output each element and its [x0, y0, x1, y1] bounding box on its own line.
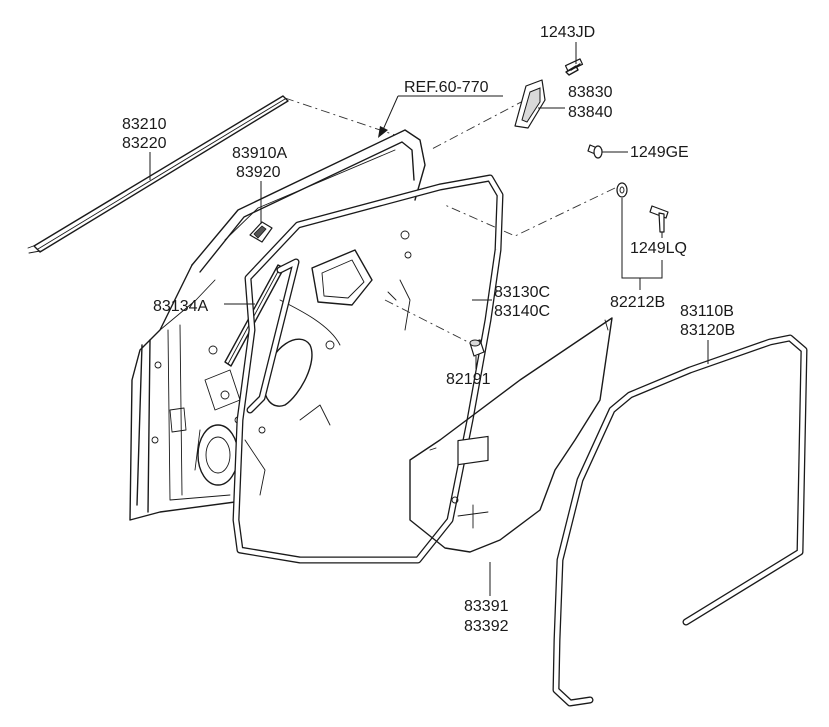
- bolt-1249lq: [649, 205, 669, 233]
- callout-83391: 83391 83392: [464, 562, 509, 635]
- reference-lines: [284, 97, 616, 344]
- label-82212b: 82212B: [610, 294, 665, 311]
- label-83391: 83391: [464, 598, 509, 615]
- callout-83830: 83830 83840: [538, 84, 613, 121]
- weatherstrip-83110b: [552, 334, 808, 707]
- ref-label: REF.60-770: [404, 79, 489, 96]
- label-83220: 83220: [122, 135, 167, 152]
- belt-moulding-83210: [27, 95, 289, 254]
- label-83110b: 83110B: [680, 303, 734, 320]
- callout-83134a: 83134A: [153, 298, 255, 315]
- label-83910a: 83910A: [232, 145, 287, 162]
- screw-1243jd: [564, 58, 584, 76]
- weatherstrip-83130c: [232, 174, 504, 564]
- label-83140c: 83140C: [494, 303, 550, 320]
- callout-83910a: 83910A 83920: [232, 145, 287, 224]
- bracket-83910a: [249, 221, 273, 243]
- callout-83210: 83210 83220: [122, 116, 167, 180]
- callout-82212b: 82212B: [610, 198, 665, 311]
- label-83210: 83210: [122, 116, 167, 133]
- label-1249ge: 1249GE: [630, 144, 689, 161]
- delta-cover-83830: [514, 79, 546, 129]
- callout-83130c: 83130C 83140C: [472, 284, 550, 320]
- screw-1249ge: [587, 144, 628, 159]
- label-1249lq: 1249LQ: [630, 240, 687, 257]
- label-83840: 83840: [568, 104, 613, 121]
- callout-1243jd: 1243JD: [540, 24, 595, 64]
- waterproof-film-83391: [409, 317, 613, 553]
- ref-label-group: REF.60-770: [378, 79, 503, 138]
- callout-1249lq: 1249LQ: [630, 232, 687, 257]
- callout-1249ge: 1249GE: [630, 144, 689, 161]
- callout-83110b: 83110B 83120B: [680, 303, 735, 364]
- label-83830: 83830: [568, 84, 613, 101]
- label-1243jd: 1243JD: [540, 24, 595, 41]
- callout-82191: 82191: [446, 356, 491, 388]
- label-83120b: 83120B: [680, 322, 735, 339]
- ref-arrowhead: [378, 126, 388, 138]
- plug-82191: [469, 339, 485, 357]
- label-83134a: 83134A: [153, 298, 208, 315]
- label-83920: 83920: [236, 164, 281, 181]
- label-82191: 82191: [446, 371, 491, 388]
- label-83392: 83392: [464, 618, 509, 635]
- grommet-82212b: [616, 182, 628, 198]
- label-83130c: 83130C: [494, 284, 550, 301]
